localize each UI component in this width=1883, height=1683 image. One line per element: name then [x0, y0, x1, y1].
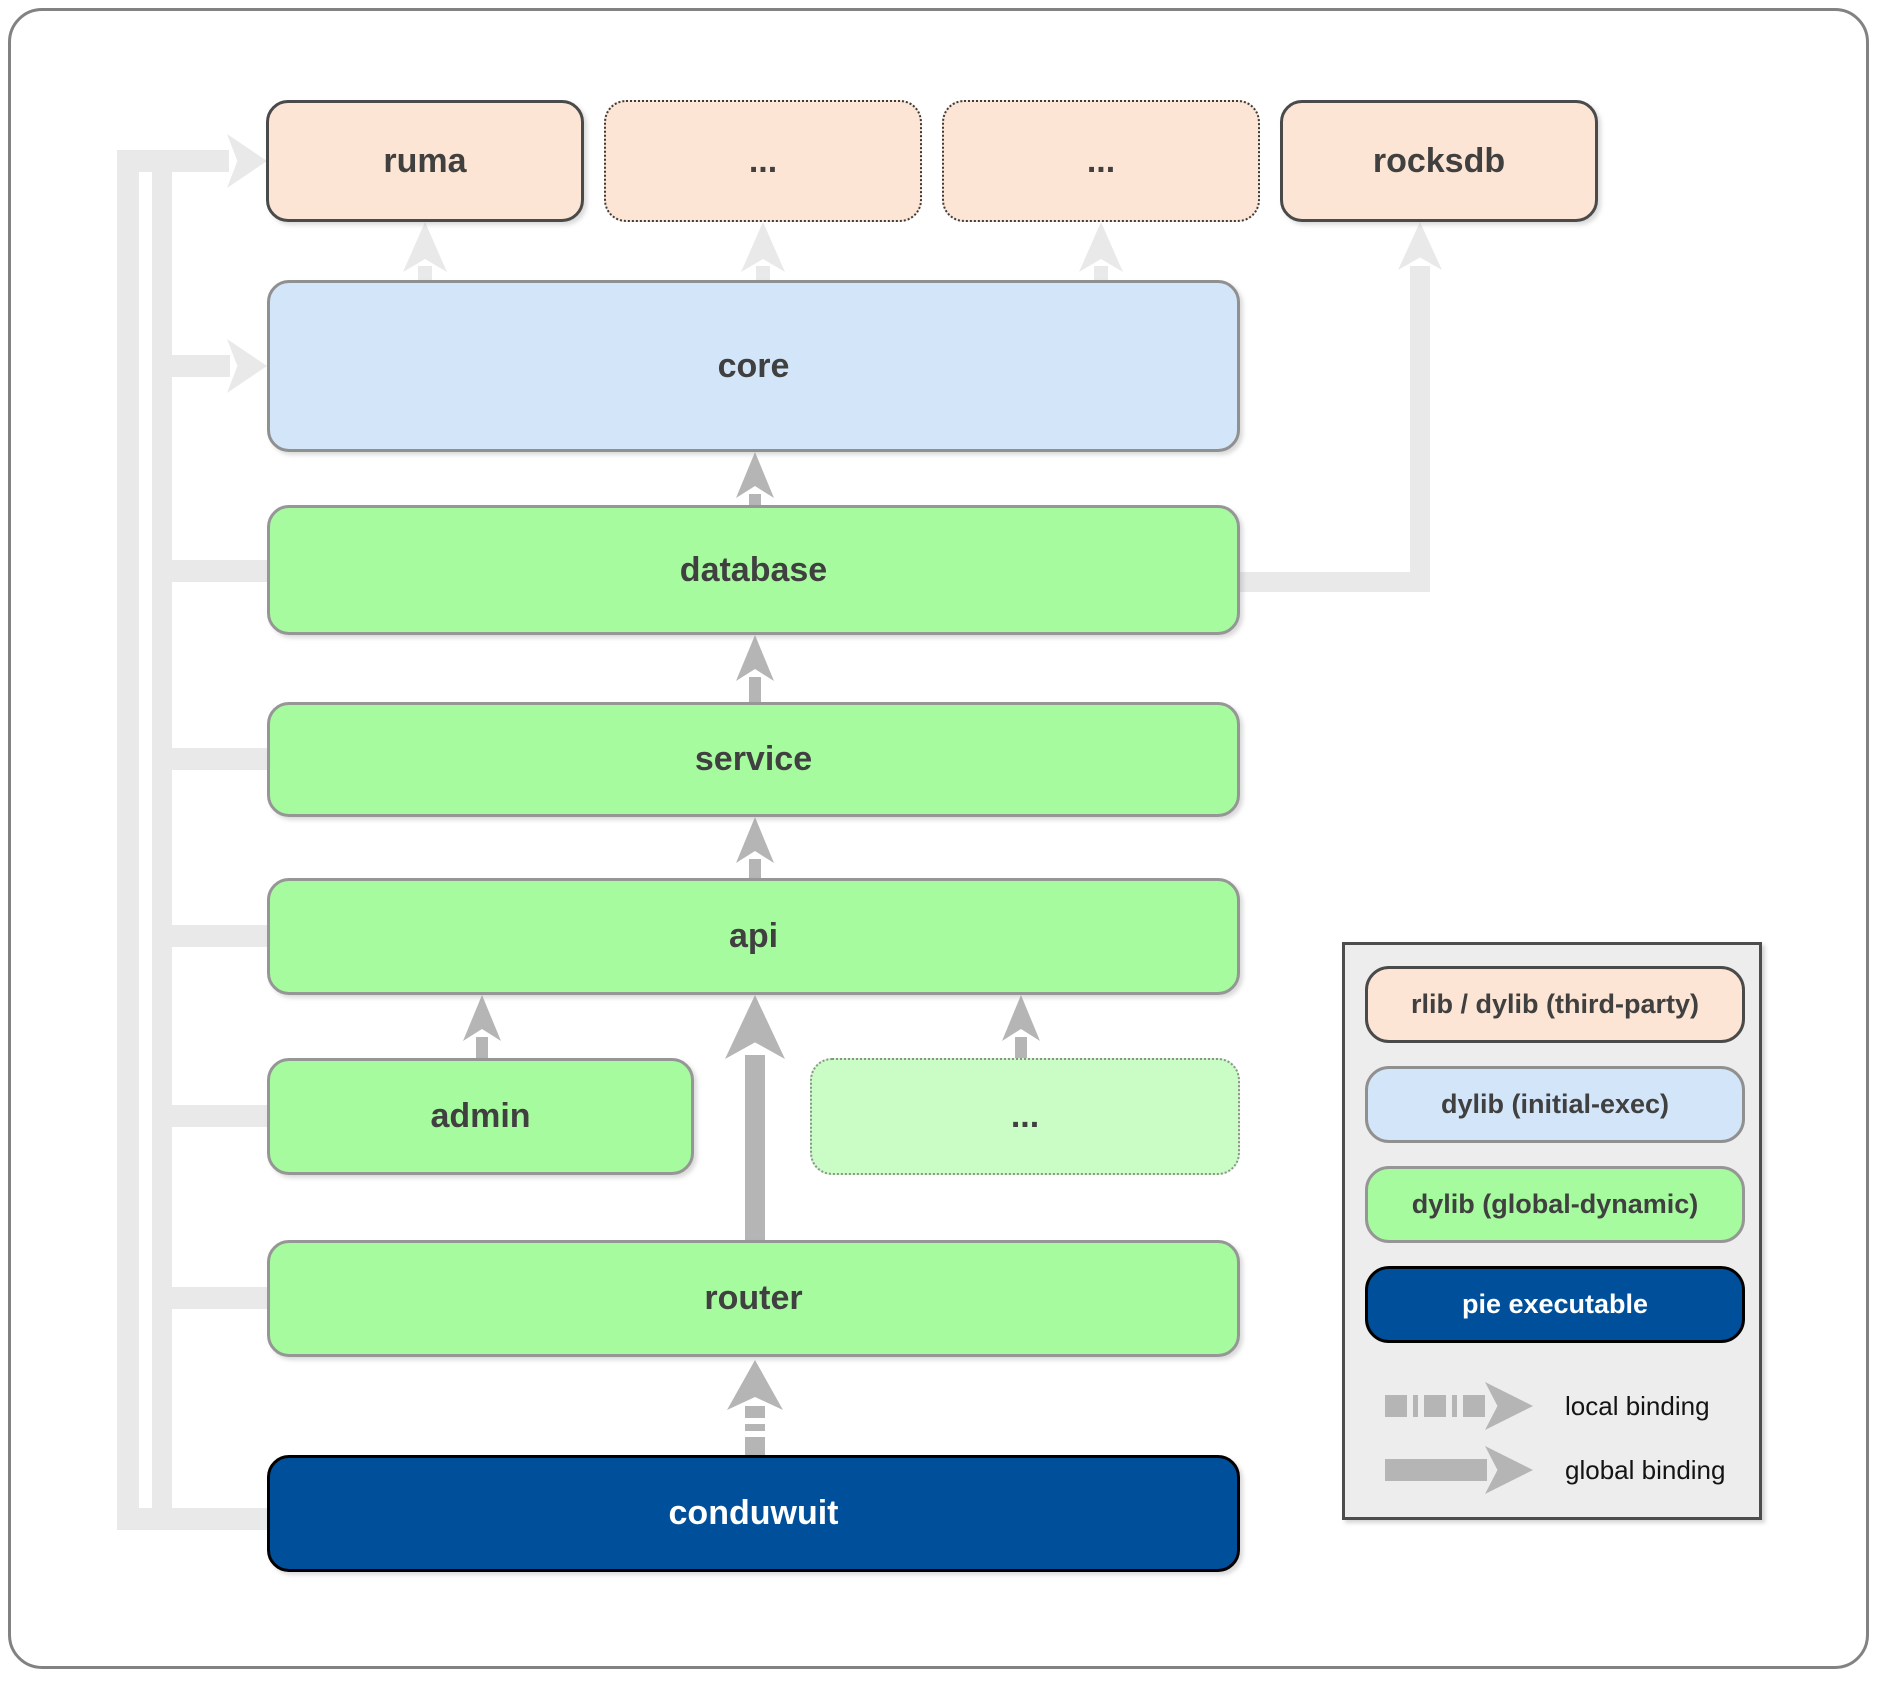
node-ruma-label: ruma: [383, 141, 467, 180]
faint-branch-database: [152, 560, 268, 582]
legend-local-binding-arrow-shaft-icon: [1385, 1395, 1487, 1417]
faint-branch-api: [152, 925, 268, 947]
node-api: api: [267, 878, 1240, 995]
faint-elbow-database-rocksdb-v: [1410, 266, 1430, 592]
node-router-label: router: [704, 1279, 803, 1317]
faint-branch-service: [152, 748, 268, 770]
node-admin: admin: [267, 1058, 694, 1175]
node-database: database: [267, 505, 1240, 635]
node-conduwuit: conduwuit: [267, 1455, 1240, 1572]
faint-branch-router: [152, 1287, 268, 1309]
shaft-api-to-service: [749, 859, 761, 880]
faint-branch-conduwuit: [117, 1508, 268, 1530]
shaft-service-to-database: [749, 677, 761, 704]
legend-item-label: rlib / dylib (third-party): [1411, 989, 1699, 1019]
shaft-ellipsis-to-api: [1015, 1037, 1027, 1060]
legend-item-dylib-initial-exec: dylib (initial-exec): [1365, 1066, 1745, 1143]
node-database-label: database: [679, 550, 828, 589]
node-service: service: [267, 702, 1240, 817]
faint-branch-ruma: [117, 150, 229, 172]
shaft-database-to-core: [749, 494, 761, 507]
legend-local-binding-arrowhead-icon: [1485, 1382, 1533, 1430]
node-rocksdb: rocksdb: [1280, 100, 1598, 222]
shaft-conduwuit-to-router-dashed: [745, 1406, 765, 1456]
node-ellipsis-mid: ...: [810, 1058, 1240, 1175]
node-ellipsis-top-1-label: ...: [748, 141, 778, 180]
node-ellipsis-top-1: ...: [604, 100, 922, 222]
faint-trunk-outer: [117, 150, 139, 1530]
faint-shaft-core-to-ellipsis2: [1094, 266, 1108, 282]
legend-global-binding-arrowhead-icon: [1485, 1446, 1533, 1494]
faint-branch-admin: [152, 1105, 268, 1127]
faint-branch-core: [152, 355, 230, 377]
node-core: core: [267, 280, 1240, 452]
faint-elbow-database-rocksdb-h: [1240, 572, 1430, 592]
legend-item-dylib-global-dynamic: dylib (global-dynamic): [1365, 1166, 1745, 1243]
faint-trunk-inner: [152, 172, 172, 1518]
legend-global-binding-label: global binding: [1565, 1454, 1726, 1485]
node-ellipsis-top-2-label: ...: [1086, 141, 1116, 180]
legend-global-binding-arrow-shaft-icon: [1385, 1459, 1487, 1481]
legend-item-label: dylib (initial-exec): [1440, 1089, 1670, 1119]
legend-item-label: dylib (global-dynamic): [1411, 1189, 1699, 1219]
legend: rlib / dylib (third-party) dylib (initia…: [1342, 942, 1762, 1520]
legend-local-binding-label: local binding: [1565, 1390, 1710, 1421]
page-frame: [8, 8, 1869, 1669]
legend-item-rlib-dylib-third-party: rlib / dylib (third-party): [1365, 966, 1745, 1043]
node-ruma: ruma: [266, 100, 584, 222]
node-conduwuit-label: conduwuit: [668, 1494, 839, 1532]
node-admin-label: admin: [430, 1097, 531, 1135]
node-router: router: [267, 1240, 1240, 1357]
legend-item-pie-executable: pie executable: [1365, 1266, 1745, 1343]
shaft-router-to-api: [745, 1055, 765, 1241]
node-ellipsis-mid-label: ...: [1010, 1097, 1040, 1135]
node-api-label: api: [728, 917, 779, 955]
faint-shaft-core-to-ruma: [418, 266, 432, 282]
legend-item-label: pie executable: [1461, 1289, 1649, 1319]
node-core-label: core: [717, 346, 790, 385]
faint-shaft-core-to-ellipsis1: [756, 266, 770, 282]
shaft-admin-to-api: [476, 1037, 488, 1060]
node-ellipsis-top-2: ...: [942, 100, 1260, 222]
node-rocksdb-label: rocksdb: [1372, 141, 1506, 180]
node-service-label: service: [694, 740, 813, 778]
